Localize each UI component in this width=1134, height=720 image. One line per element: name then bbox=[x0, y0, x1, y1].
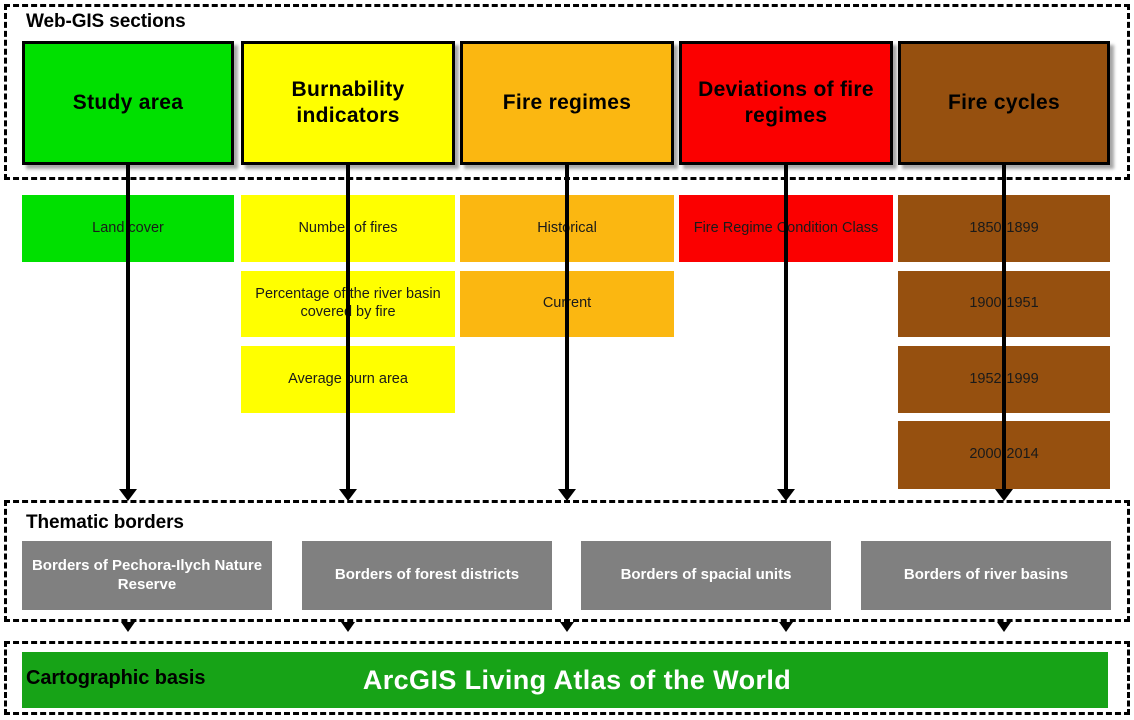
section-box-study-area-label: Study area bbox=[72, 90, 184, 114]
section-box-deviations-of-fire-regimes[interactable]: Deviations of fire regimes bbox=[679, 41, 893, 165]
connector-arrow-thematic-to-carto-5 bbox=[997, 622, 1011, 632]
thematic-box-river-basins-label: Borders of river basins bbox=[903, 566, 1069, 584]
thematic-box-river-basins[interactable]: Borders of river basins bbox=[861, 541, 1111, 610]
section-box-fire-cycles[interactable]: Fire cycles bbox=[898, 41, 1110, 165]
connector-arrow-fire-regimes bbox=[558, 489, 576, 501]
section-box-burnability-indicators-label: Burnability indicators bbox=[291, 77, 405, 127]
connector-arrow-thematic-to-carto-3 bbox=[560, 622, 574, 632]
connector-arrow-burnability-indicators bbox=[339, 489, 357, 501]
cartographic-basis-bar[interactable]: ArcGIS Living Atlas of the World bbox=[22, 652, 1108, 708]
thematic-borders-title: Thematic borders bbox=[26, 512, 184, 533]
section-box-fire-cycles-label: Fire cycles bbox=[948, 90, 1060, 114]
thematic-box-pechora-ilych-nature-reserve[interactable]: Borders of Pechora-Ilych Nature Reserve bbox=[22, 541, 272, 610]
thematic-box-forest-districts-label: Borders of forest districts bbox=[334, 566, 520, 584]
connector-arrow-thematic-to-carto-2 bbox=[341, 622, 355, 632]
section-box-fire-regimes[interactable]: Fire regimes bbox=[460, 41, 674, 165]
connector-line-burnability-indicators bbox=[346, 165, 350, 489]
connector-arrow-fire-cycles bbox=[995, 489, 1013, 501]
cartographic-basis-frame bbox=[4, 641, 1130, 715]
thematic-box-spacial-units[interactable]: Borders of spacial units bbox=[581, 541, 831, 610]
cartographic-basis-title: Cartographic basis bbox=[26, 667, 206, 689]
connector-line-deviations-of-fire-regimes bbox=[784, 165, 788, 489]
connector-arrow-thematic-to-carto-1 bbox=[121, 622, 135, 632]
thematic-box-spacial-units-label: Borders of spacial units bbox=[620, 566, 792, 584]
thematic-borders-frame bbox=[4, 500, 1130, 622]
thematic-box-pechora-ilych-nature-reserve-label: Borders of Pechora-Ilych Nature Reserve bbox=[31, 556, 263, 593]
connector-line-fire-cycles bbox=[1002, 165, 1006, 489]
connector-arrow-deviations-of-fire-regimes bbox=[777, 489, 795, 501]
connector-line-study-area bbox=[126, 165, 130, 489]
connector-line-fire-regimes bbox=[565, 165, 569, 489]
arcgis-living-atlas-label: ArcGIS Living Atlas of the World bbox=[362, 664, 792, 695]
section-box-fire-regimes-label: Fire regimes bbox=[502, 90, 632, 114]
web-gis-sections-title: Web-GIS sections bbox=[26, 11, 186, 32]
thematic-box-forest-districts[interactable]: Borders of forest districts bbox=[302, 541, 552, 610]
section-box-study-area[interactable]: Study area bbox=[22, 41, 234, 165]
connector-arrow-study-area bbox=[119, 489, 137, 501]
connector-arrow-thematic-to-carto-4 bbox=[779, 622, 793, 632]
section-box-burnability-indicators[interactable]: Burnability indicators bbox=[241, 41, 455, 165]
section-box-deviations-of-fire-regimes-label: Deviations of fire regimes bbox=[698, 77, 874, 127]
